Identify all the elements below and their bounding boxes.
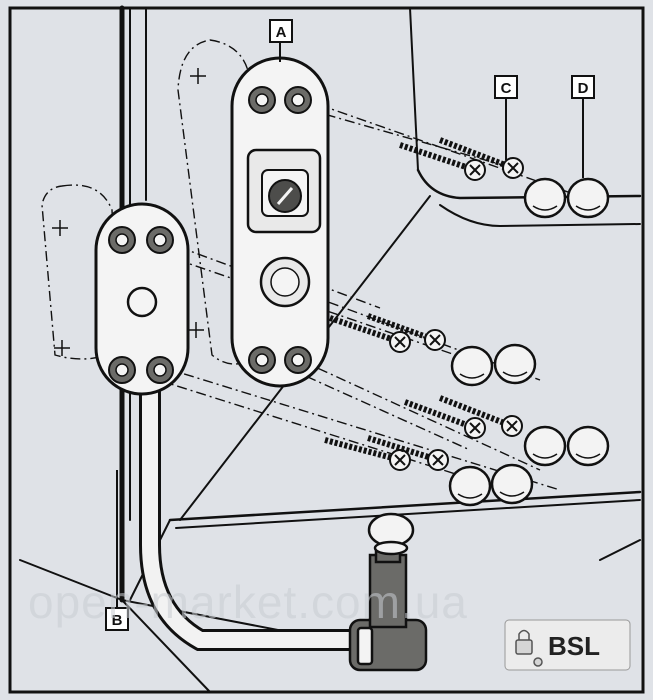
screw-icon xyxy=(438,137,524,179)
screw-icon xyxy=(366,313,446,351)
callout-label-a: A xyxy=(276,24,287,41)
screw-icon xyxy=(399,142,486,181)
callout-label-c: C xyxy=(501,80,512,97)
brand-logo: BSL xyxy=(504,619,631,671)
cover-cap-icon xyxy=(523,177,567,219)
cover-cap-icon xyxy=(490,463,534,505)
cover-cap-icon xyxy=(566,177,610,219)
padlock-icon xyxy=(515,629,543,667)
screw-icon xyxy=(438,395,523,437)
cover-cap-icon xyxy=(566,425,610,467)
screw-icon xyxy=(324,437,411,471)
callout-label-d: D xyxy=(578,80,589,97)
locking-pin xyxy=(348,512,428,672)
cable-anchor-bracket xyxy=(94,202,190,396)
screw-icon xyxy=(403,399,486,439)
brand-text: BSL xyxy=(548,631,600,661)
screw-icon xyxy=(367,435,449,471)
cover-cap-icon xyxy=(448,465,492,507)
cover-cap-icon xyxy=(450,345,494,387)
screws xyxy=(324,137,524,471)
drill-point-marks xyxy=(52,68,206,356)
window-frame xyxy=(19,5,642,693)
cover-cap-icon xyxy=(493,343,537,385)
diagram-border xyxy=(8,6,645,694)
callout-label-b: B xyxy=(112,612,123,629)
watermark-text: open-market.com.ua xyxy=(28,576,468,628)
cover-caps xyxy=(448,177,610,507)
window-lock-body xyxy=(230,56,330,388)
cover-cap-icon xyxy=(523,425,567,467)
screw-icon xyxy=(329,315,411,353)
